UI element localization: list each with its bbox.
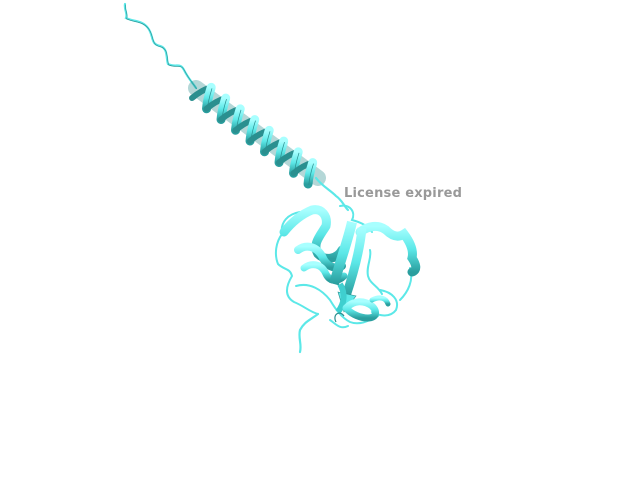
helix-turn-front (303, 158, 318, 189)
globular-domain (274, 204, 421, 354)
n-terminal-coil (123, 2, 198, 90)
license-expired-watermark: License expired (344, 186, 463, 201)
long-alpha-helix (188, 80, 326, 189)
helix-turn-edge (308, 163, 314, 186)
